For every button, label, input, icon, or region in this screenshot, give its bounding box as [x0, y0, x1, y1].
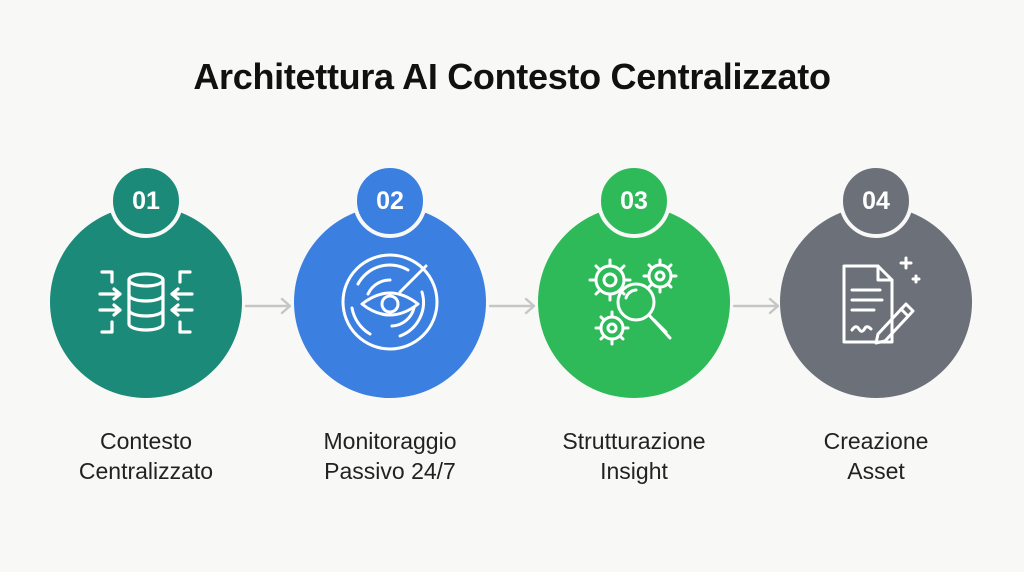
step-4-label-line-1: Creazione: [823, 428, 929, 454]
step-2-badge: 02: [353, 164, 427, 238]
step-3-badge: 03: [597, 164, 671, 238]
arrow-1-to-2: [244, 297, 292, 315]
document-pen-icon: [842, 256, 921, 345]
eye-radar-icon: [341, 253, 439, 351]
step-3-circle: [538, 206, 730, 398]
arrow-2-to-3: [488, 297, 536, 315]
step-2-circle: [294, 206, 486, 398]
step-1-badge: 01: [109, 164, 183, 238]
step-3-label: Strutturazione Insight: [524, 426, 744, 486]
step-1-label-line-2: Centralizzato: [78, 458, 214, 484]
step-2-label-line-2: Passivo 24/7: [324, 458, 456, 484]
step-2-label-line-1: Monitoraggio: [323, 428, 457, 454]
page-title: Architettura AI Contesto Centralizzato: [193, 56, 831, 97]
database-arrows-icon: [98, 270, 194, 334]
step-4-badge: 04: [839, 164, 913, 238]
step-4-circle: [780, 206, 972, 398]
step-2-label: Monitoraggio Passivo 24/7: [280, 426, 500, 486]
step-3-label-line-2: Insight: [600, 458, 668, 484]
step-1-label: Contesto Centralizzato: [36, 426, 256, 486]
step-4-label-line-2: Asset: [847, 458, 905, 484]
step-1-label-line-1: Contesto: [99, 428, 193, 454]
step-3-label-line-1: Strutturazione: [562, 428, 706, 454]
step-4-label: Creazione Asset: [766, 426, 986, 486]
arrow-3-to-4: [732, 297, 780, 315]
gears-magnifier-icon: [588, 258, 678, 346]
